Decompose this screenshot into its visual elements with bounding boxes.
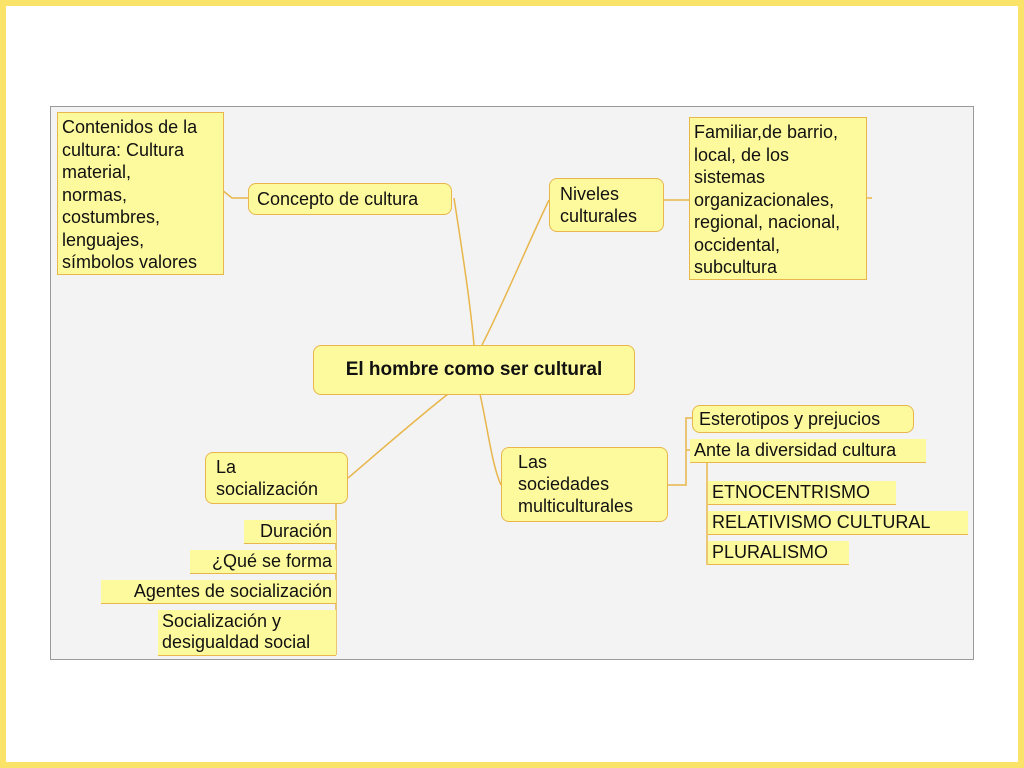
niveles-detail-line: sistemas (694, 167, 766, 187)
niveles-node[interactable]: Niveles culturales (549, 178, 664, 232)
central-topic-label: El hombre como ser cultural (345, 359, 603, 380)
socializacion-label-line: La (216, 457, 237, 477)
niveles-detail-line: organizacionales, (694, 189, 835, 210)
line-central-niveles (481, 199, 550, 346)
niveles-detail-line: subcultura (694, 257, 778, 277)
leaf-label: Duración (259, 521, 332, 541)
sociedades-label-line: multiculturales (518, 496, 634, 516)
niveles-label-line: culturales (560, 206, 638, 226)
leaf-label: Agentes de socialización (133, 581, 332, 601)
concepto-detail-line: Contenidos de la (62, 117, 198, 137)
sociedades-node[interactable]: Las sociedades multiculturales (501, 447, 668, 522)
concepto-detail-line: material, (62, 162, 132, 182)
socializacion-item-agentes[interactable]: Agentes de socialización (101, 580, 336, 604)
line-central-concepto (453, 197, 475, 346)
concepto-detail-line: normas, (62, 184, 128, 205)
socializacion-label-line: socialización (216, 479, 319, 499)
line-sociedades-branch (668, 417, 692, 486)
niveles-detail-line: regional, nacional, (694, 212, 841, 232)
socializacion-item-duracion[interactable]: Duración (244, 520, 336, 544)
concepto-label: Concepto de cultura (257, 189, 419, 209)
line-central-sociedades (479, 393, 502, 486)
sociedades-item-estereotipos[interactable]: Esterotipos y prejucios (692, 405, 914, 433)
concepto-detail-box: Contenidos de la cultura: Cultura materi… (57, 112, 224, 275)
line-central-socializacion (347, 393, 449, 479)
sociedades-sub-relativismo[interactable]: RELATIVISMO CULTURAL (708, 511, 968, 535)
leaf-label: PLURALISMO (712, 542, 829, 562)
socializacion-item-que-se-forma[interactable]: ¿Qué se forma (190, 550, 336, 574)
leaf-label: RELATIVISMO CULTURAL (712, 512, 931, 532)
leaf-label: ETNOCENTRISMO (712, 482, 871, 502)
concepto-detail-line: lenguajes, (62, 229, 145, 250)
sociedades-item-diversidad[interactable]: Ante la diversidad cultura (690, 439, 926, 463)
niveles-detail-line: Familiar,de barrio, (694, 122, 839, 142)
concepto-detail-line: símbolos valores (62, 252, 198, 272)
leaf-label: ¿Qué se forma (211, 551, 332, 571)
sociedades-sub-pluralismo[interactable]: PLURALISMO (708, 541, 849, 565)
leaf-label-line: Socialización y (162, 611, 282, 631)
sociedades-label-line: Las (518, 452, 548, 472)
socializacion-node[interactable]: La socialización (205, 452, 348, 504)
leaf-label-line: desigualdad social (162, 632, 311, 652)
niveles-detail-line: local, de los (694, 144, 790, 165)
leaf-label: Esterotipos y prejucios (699, 409, 881, 429)
sociedades-label-line: sociedades (518, 474, 610, 494)
sociedades-sub-etnocentrismo[interactable]: ETNOCENTRISMO (708, 481, 896, 505)
socializacion-item-desigualdad[interactable]: Socialización y desigualdad social (158, 610, 336, 656)
concepto-node[interactable]: Concepto de cultura (248, 183, 452, 215)
niveles-detail-line: occidental, (694, 234, 781, 255)
niveles-detail-box: Familiar,de barrio, local, de los sistem… (689, 117, 867, 280)
line-concepto-detail (221, 189, 248, 199)
concepto-detail-line: costumbres, (62, 207, 161, 227)
central-topic[interactable]: El hombre como ser cultural (313, 345, 635, 395)
niveles-label-line: Niveles (560, 184, 620, 204)
concepto-detail-line: cultura: Cultura (62, 139, 185, 160)
leaf-label: Ante la diversidad cultura (694, 440, 897, 460)
